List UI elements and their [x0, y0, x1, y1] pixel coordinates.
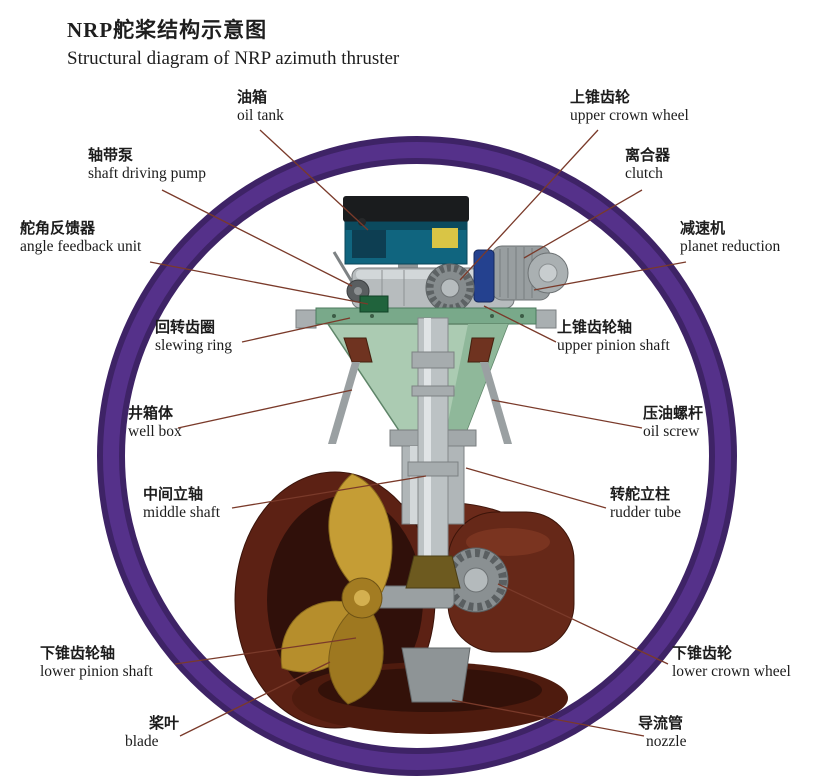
label-lower-crown-wheel-zh: 下锥齿轮: [672, 645, 733, 662]
label-lower-crown-wheel: 下锥齿轮 lower crown wheel: [672, 645, 791, 680]
label-oil-tank-en: oil tank: [237, 106, 284, 124]
label-blade-zh: 桨叶: [149, 715, 180, 732]
label-nozzle: 导流管 nozzle: [638, 715, 687, 750]
label-upper-pinion-shaft-zh: 上锥齿轮轴: [557, 319, 633, 336]
label-angle-feedback-unit: 舵角反馈器 angle feedback unit: [20, 220, 142, 255]
label-lower-pinion-shaft-zh: 下锥齿轮轴: [40, 645, 116, 662]
label-rudder-tube-zh: 转舵立柱: [610, 486, 671, 503]
label-upper-crown-wheel: 上锥齿轮 upper crown wheel: [570, 89, 689, 124]
oil-tank-part: [343, 196, 469, 265]
leader-middle-shaft: [231, 475, 427, 509]
label-lower-crown-wheel-en: lower crown wheel: [672, 662, 791, 680]
leader-lower-pinion-shaft: [174, 637, 357, 665]
leader-upper-crown-wheel: [459, 129, 599, 281]
label-middle-shaft-en: middle shaft: [143, 503, 221, 521]
purple-ring: [97, 136, 737, 776]
leader-blade: [179, 661, 331, 737]
label-slewing-ring-zh: 回转齿圈: [155, 319, 216, 336]
label-clutch-en: clutch: [625, 164, 663, 182]
lower-pinion-shaft-part: [371, 585, 455, 609]
page-title: NRP舵桨结构示意图 Structural diagram of NRP azi…: [67, 14, 399, 70]
title-en: Structural diagram of NRP azimuth thrust…: [67, 48, 400, 69]
label-well-box: 井箱体 well box: [128, 405, 182, 440]
label-lower-pinion-shaft: 下锥齿轮轴 lower pinion shaft: [40, 645, 153, 680]
leader-lines: [149, 129, 687, 737]
label-oil-screw: 压油螺杆 oil screw: [643, 405, 704, 440]
label-angle-feedback-unit-en: angle feedback unit: [20, 237, 142, 255]
label-nozzle-zh: 导流管: [638, 715, 684, 732]
bottom-fin: [401, 647, 471, 703]
label-angle-feedback-unit-zh: 舵角反馈器: [20, 220, 96, 237]
label-upper-crown-wheel-zh: 上锥齿轮: [570, 89, 631, 106]
upper-crown-wheel-gear: [425, 263, 475, 313]
blade-upper: [328, 473, 393, 593]
label-clutch: 离合器 clutch: [625, 147, 671, 182]
label-well-box-en: well box: [128, 422, 182, 440]
leader-slewing-ring: [241, 317, 351, 343]
label-nozzle-en: nozzle: [646, 732, 687, 750]
label-oil-tank: 油箱 oil tank: [237, 89, 284, 124]
label-planet-reduction: 减速机 planet reduction: [680, 220, 781, 255]
label-clutch-zh: 离合器: [625, 147, 671, 164]
label-oil-screw-zh: 压油螺杆: [643, 405, 704, 422]
label-shaft-driving-pump-zh: 轴带泵: [88, 147, 134, 164]
clutch-assembly: [491, 245, 569, 301]
label-well-box-zh: 井箱体: [128, 405, 174, 422]
label-shaft-driving-pump: 轴带泵 shaft driving pump: [88, 147, 206, 182]
label-middle-shaft-zh: 中间立轴: [143, 486, 204, 503]
leader-oil-screw: [491, 399, 643, 429]
label-shaft-driving-pump-en: shaft driving pump: [88, 164, 206, 182]
label-slewing-ring: 回转齿圈 slewing ring: [155, 319, 233, 354]
angle-feedback-sensor: [359, 295, 389, 313]
label-blade: 桨叶 blade: [125, 715, 180, 750]
label-lower-pinion-shaft-en: lower pinion shaft: [40, 662, 153, 680]
leader-angle-feedback-unit: [149, 261, 369, 305]
leader-shaft-driving-pump: [161, 189, 353, 287]
label-blade-en: blade: [125, 732, 159, 750]
label-upper-pinion-shaft-en: upper pinion shaft: [557, 336, 670, 354]
label-oil-tank-zh: 油箱: [237, 89, 268, 106]
leader-upper-pinion-shaft: [483, 305, 557, 343]
middle-shaft-part: [405, 317, 461, 589]
leader-nozzle: [451, 699, 645, 737]
label-planet-reduction-en: planet reduction: [680, 237, 781, 255]
label-oil-screw-en: oil screw: [643, 422, 700, 440]
lower-crown-wheel-gear: [443, 547, 509, 613]
ring-inner: [103, 142, 731, 770]
propeller: [280, 473, 393, 705]
upper-pinion-housing: [473, 249, 495, 303]
label-slewing-ring-en: slewing ring: [155, 336, 233, 354]
label-middle-shaft: 中间立轴 middle shaft: [143, 486, 221, 521]
leader-lower-crown-wheel: [497, 583, 669, 665]
label-rudder-tube-en: rudder tube: [610, 503, 682, 521]
leader-oil-tank: [259, 129, 369, 231]
leader-clutch: [523, 189, 643, 259]
label-rudder-tube: 转舵立柱 rudder tube: [610, 486, 682, 521]
leader-well-box: [177, 389, 353, 429]
leader-planet-reduction: [533, 261, 687, 291]
leader-rudder-tube: [465, 467, 607, 509]
thruster-illustration: [234, 196, 575, 734]
label-upper-crown-wheel-en: upper crown wheel: [570, 106, 689, 124]
title-zh: NRP舵桨结构示意图: [67, 18, 268, 42]
label-planet-reduction-zh: 减速机: [680, 220, 726, 237]
lower-bevel-gear: [405, 555, 461, 589]
label-upper-pinion-shaft: 上锥齿轮轴 upper pinion shaft: [557, 319, 670, 354]
blade-lower: [328, 609, 384, 705]
